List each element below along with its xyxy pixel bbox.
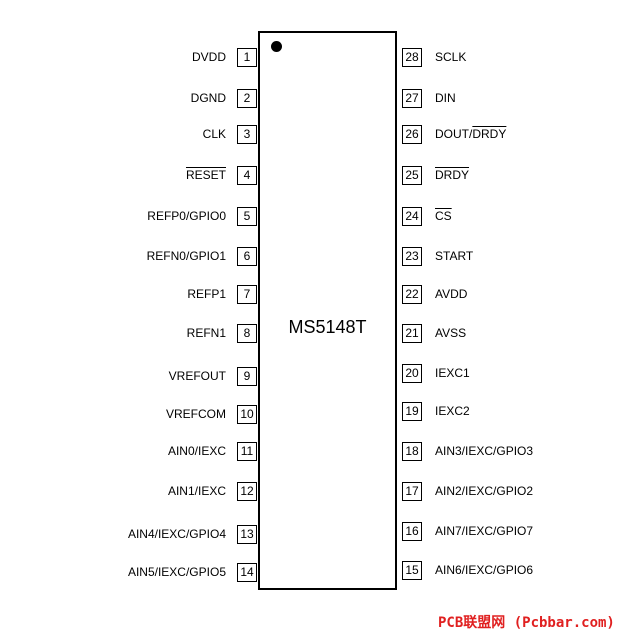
pin-20: 20: [402, 364, 422, 383]
pin-label-12: AIN1/IEXC: [6, 484, 226, 498]
pin-label-14: AIN5/IEXC/GPIO5: [6, 565, 226, 579]
pin-label-text: AIN4/IEXC/GPIO4: [127, 527, 226, 541]
pin-label-text: REFP1: [187, 287, 226, 301]
pin-19: 19: [402, 402, 422, 421]
chip-body: MS5148T: [258, 31, 397, 590]
pin-label-25: DRDY: [435, 168, 469, 182]
pin-label-text: IEXC1: [435, 366, 470, 380]
pin-label-5: REFP0/GPIO0: [6, 209, 226, 223]
pin-label-8: REFN1: [6, 326, 226, 340]
pin-label-text: REFP0/GPIO0: [147, 209, 226, 223]
pin-label-text: REFN1: [186, 326, 226, 340]
pin-label-9: VREFOUT: [6, 369, 226, 383]
pin-label-text: DGND: [190, 91, 226, 105]
pin-label-18: AIN3/IEXC/GPIO3: [435, 444, 533, 458]
pin-label-text: REFN0/GPIO1: [146, 249, 226, 263]
pin-label-22: AVDD: [435, 287, 467, 301]
pin-label-text: AIN5/IEXC/GPIO5: [127, 565, 226, 579]
pin-28: 28: [402, 48, 422, 67]
pin-label-7: REFP1: [6, 287, 226, 301]
pin-label-text: VREFOUT: [168, 369, 226, 383]
pin-label-26: DOUT/DRDY: [435, 127, 506, 141]
pin-1: 1: [237, 48, 257, 67]
pin-6: 6: [237, 247, 257, 266]
pin-label-text: DIN: [435, 91, 456, 105]
pin-18: 18: [402, 442, 422, 461]
pin-25: 25: [402, 166, 422, 185]
pin-11: 11: [237, 442, 257, 461]
pin-27: 27: [402, 89, 422, 108]
pin-label-text: IEXC2: [435, 404, 470, 418]
pin-label-1: DVDD: [6, 50, 226, 64]
pin-22: 22: [402, 285, 422, 304]
pin-9: 9: [237, 367, 257, 386]
pin-label-text: AIN1/IEXC: [167, 484, 226, 498]
pin-16: 16: [402, 522, 422, 541]
pin-26: 26: [402, 125, 422, 144]
pin-label-11: AIN0/IEXC: [6, 444, 226, 458]
pin1-marker-dot: [271, 41, 282, 52]
pin-5: 5: [237, 207, 257, 226]
pin-label-text: START: [435, 249, 474, 263]
pin-label-27: DIN: [435, 91, 456, 105]
pin-label-text: CLK: [202, 127, 226, 141]
pin-21: 21: [402, 324, 422, 343]
pin-label-text: DVDD: [191, 50, 226, 64]
pin-label-23: START: [435, 249, 473, 263]
pin-23: 23: [402, 247, 422, 266]
pin-label-16: AIN7/IEXC/GPIO7: [435, 524, 533, 538]
pin-label-10: VREFCOM: [6, 407, 226, 421]
pin-label-6: REFN0/GPIO1: [6, 249, 226, 263]
pin-label-3: CLK: [6, 127, 226, 141]
pin-label-21: AVSS: [435, 326, 466, 340]
pin-8: 8: [237, 324, 257, 343]
pin-7: 7: [237, 285, 257, 304]
pin-label-28: SCLK: [435, 50, 466, 64]
pin-10: 10: [237, 405, 257, 424]
pin-label-20: IEXC1: [435, 366, 470, 380]
pin-14: 14: [237, 563, 257, 582]
pin-label-text: VREFCOM: [166, 407, 226, 421]
pin-label-17: AIN2/IEXC/GPIO2: [435, 484, 533, 498]
pin-label-15: AIN6/IEXC/GPIO6: [435, 563, 533, 577]
pin-label-13: AIN4/IEXC/GPIO4: [6, 527, 226, 541]
pin-label-text: AVSS: [435, 326, 467, 340]
pin-label-2: DGND: [6, 91, 226, 105]
pin-13: 13: [237, 525, 257, 544]
pin-label-text: AIN6/IEXC/GPIO6: [435, 563, 534, 577]
pin-label-active-low: DRDY: [435, 168, 470, 182]
pin-12: 12: [237, 482, 257, 501]
pin-label-active-low: CS: [435, 209, 452, 223]
pin-3: 3: [237, 125, 257, 144]
pin-label-19: IEXC2: [435, 404, 470, 418]
pin-label-4: RESET: [6, 168, 226, 182]
pin-label-text: AVDD: [435, 287, 468, 301]
pin-label-24: CS: [435, 209, 452, 223]
pin-4: 4: [237, 166, 257, 185]
pin-label-text: AIN3/IEXC/GPIO3: [435, 444, 534, 458]
watermark: PCB联盟网 (Pcbbar.com): [438, 615, 615, 631]
pin-label-text: AIN0/IEXC: [167, 444, 226, 458]
pin-label-active-low: DRDY: [472, 127, 507, 141]
pin-label-text: DOUT/: [435, 127, 473, 141]
pin-15: 15: [402, 561, 422, 580]
pin-17: 17: [402, 482, 422, 501]
chip-name: MS5148T: [288, 317, 367, 337]
pin-label-text: AIN2/IEXC/GPIO2: [435, 484, 534, 498]
pin-2: 2: [237, 89, 257, 108]
pin-label-active-low: RESET: [185, 168, 226, 182]
pin-24: 24: [402, 207, 422, 226]
pin-label-text: SCLK: [435, 50, 467, 64]
pin-label-text: AIN7/IEXC/GPIO7: [435, 524, 534, 538]
